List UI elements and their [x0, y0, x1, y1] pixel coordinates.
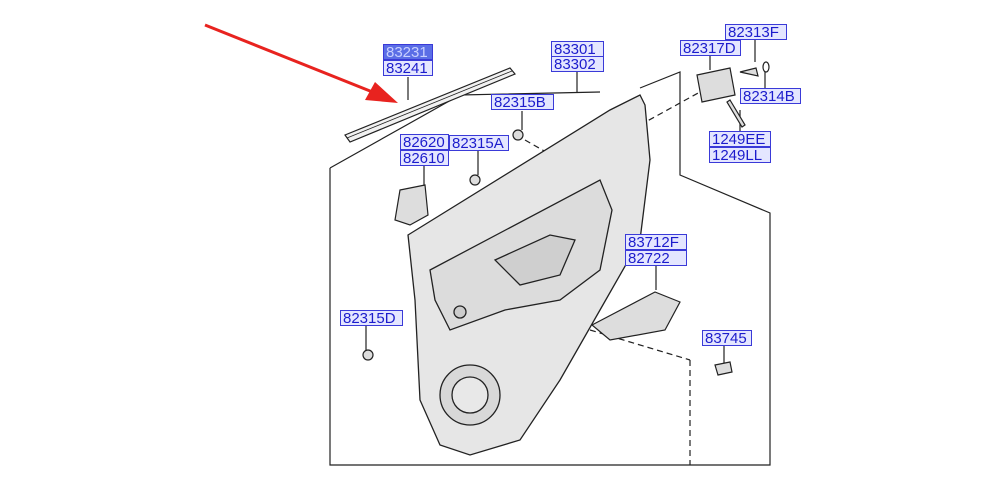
cap-icon: [714, 361, 733, 376]
callout-82313F[interactable]: 82313F: [725, 24, 787, 41]
callout-83231[interactable]: 83231: [383, 44, 433, 61]
dashed-guides: [524, 91, 701, 465]
callout-82610[interactable]: 82610: [400, 150, 449, 167]
clip-icon: [362, 349, 374, 361]
clip-icon: [469, 174, 481, 186]
clip-icon: [512, 129, 524, 141]
weatherstrip-icon: [344, 67, 516, 143]
callout-82315A[interactable]: 82315A: [449, 135, 509, 152]
callout-82317D[interactable]: 82317D: [680, 40, 741, 57]
callout-82315B[interactable]: 82315B: [491, 94, 554, 111]
callout-83241[interactable]: 83241: [383, 60, 433, 77]
bolt-icon: [739, 67, 759, 77]
callout-1249LL[interactable]: 1249LL: [709, 147, 771, 164]
callout-1249EE[interactable]: 1249EE: [709, 131, 771, 148]
callout-82620[interactable]: 82620: [400, 134, 449, 151]
washer-icon: [762, 61, 770, 73]
red-arrow: [204, 23, 398, 103]
screw-icon: [726, 99, 746, 128]
callout-82722[interactable]: 82722: [625, 250, 687, 267]
door-trim-panel: [407, 94, 651, 456]
handle-bracket-icon: [394, 184, 429, 226]
callout-82315D[interactable]: 82315D: [340, 310, 403, 327]
switch-panel-icon: [590, 291, 681, 341]
callout-82314B[interactable]: 82314B: [740, 88, 801, 105]
bracket-icon: [696, 67, 736, 103]
assembly-frame: [329, 71, 771, 466]
callout-83745[interactable]: 83745: [702, 330, 752, 347]
callout-83302[interactable]: 83302: [551, 56, 604, 73]
callout-83712F[interactable]: 83712F: [625, 234, 687, 251]
callout-83301[interactable]: 83301: [551, 41, 604, 58]
